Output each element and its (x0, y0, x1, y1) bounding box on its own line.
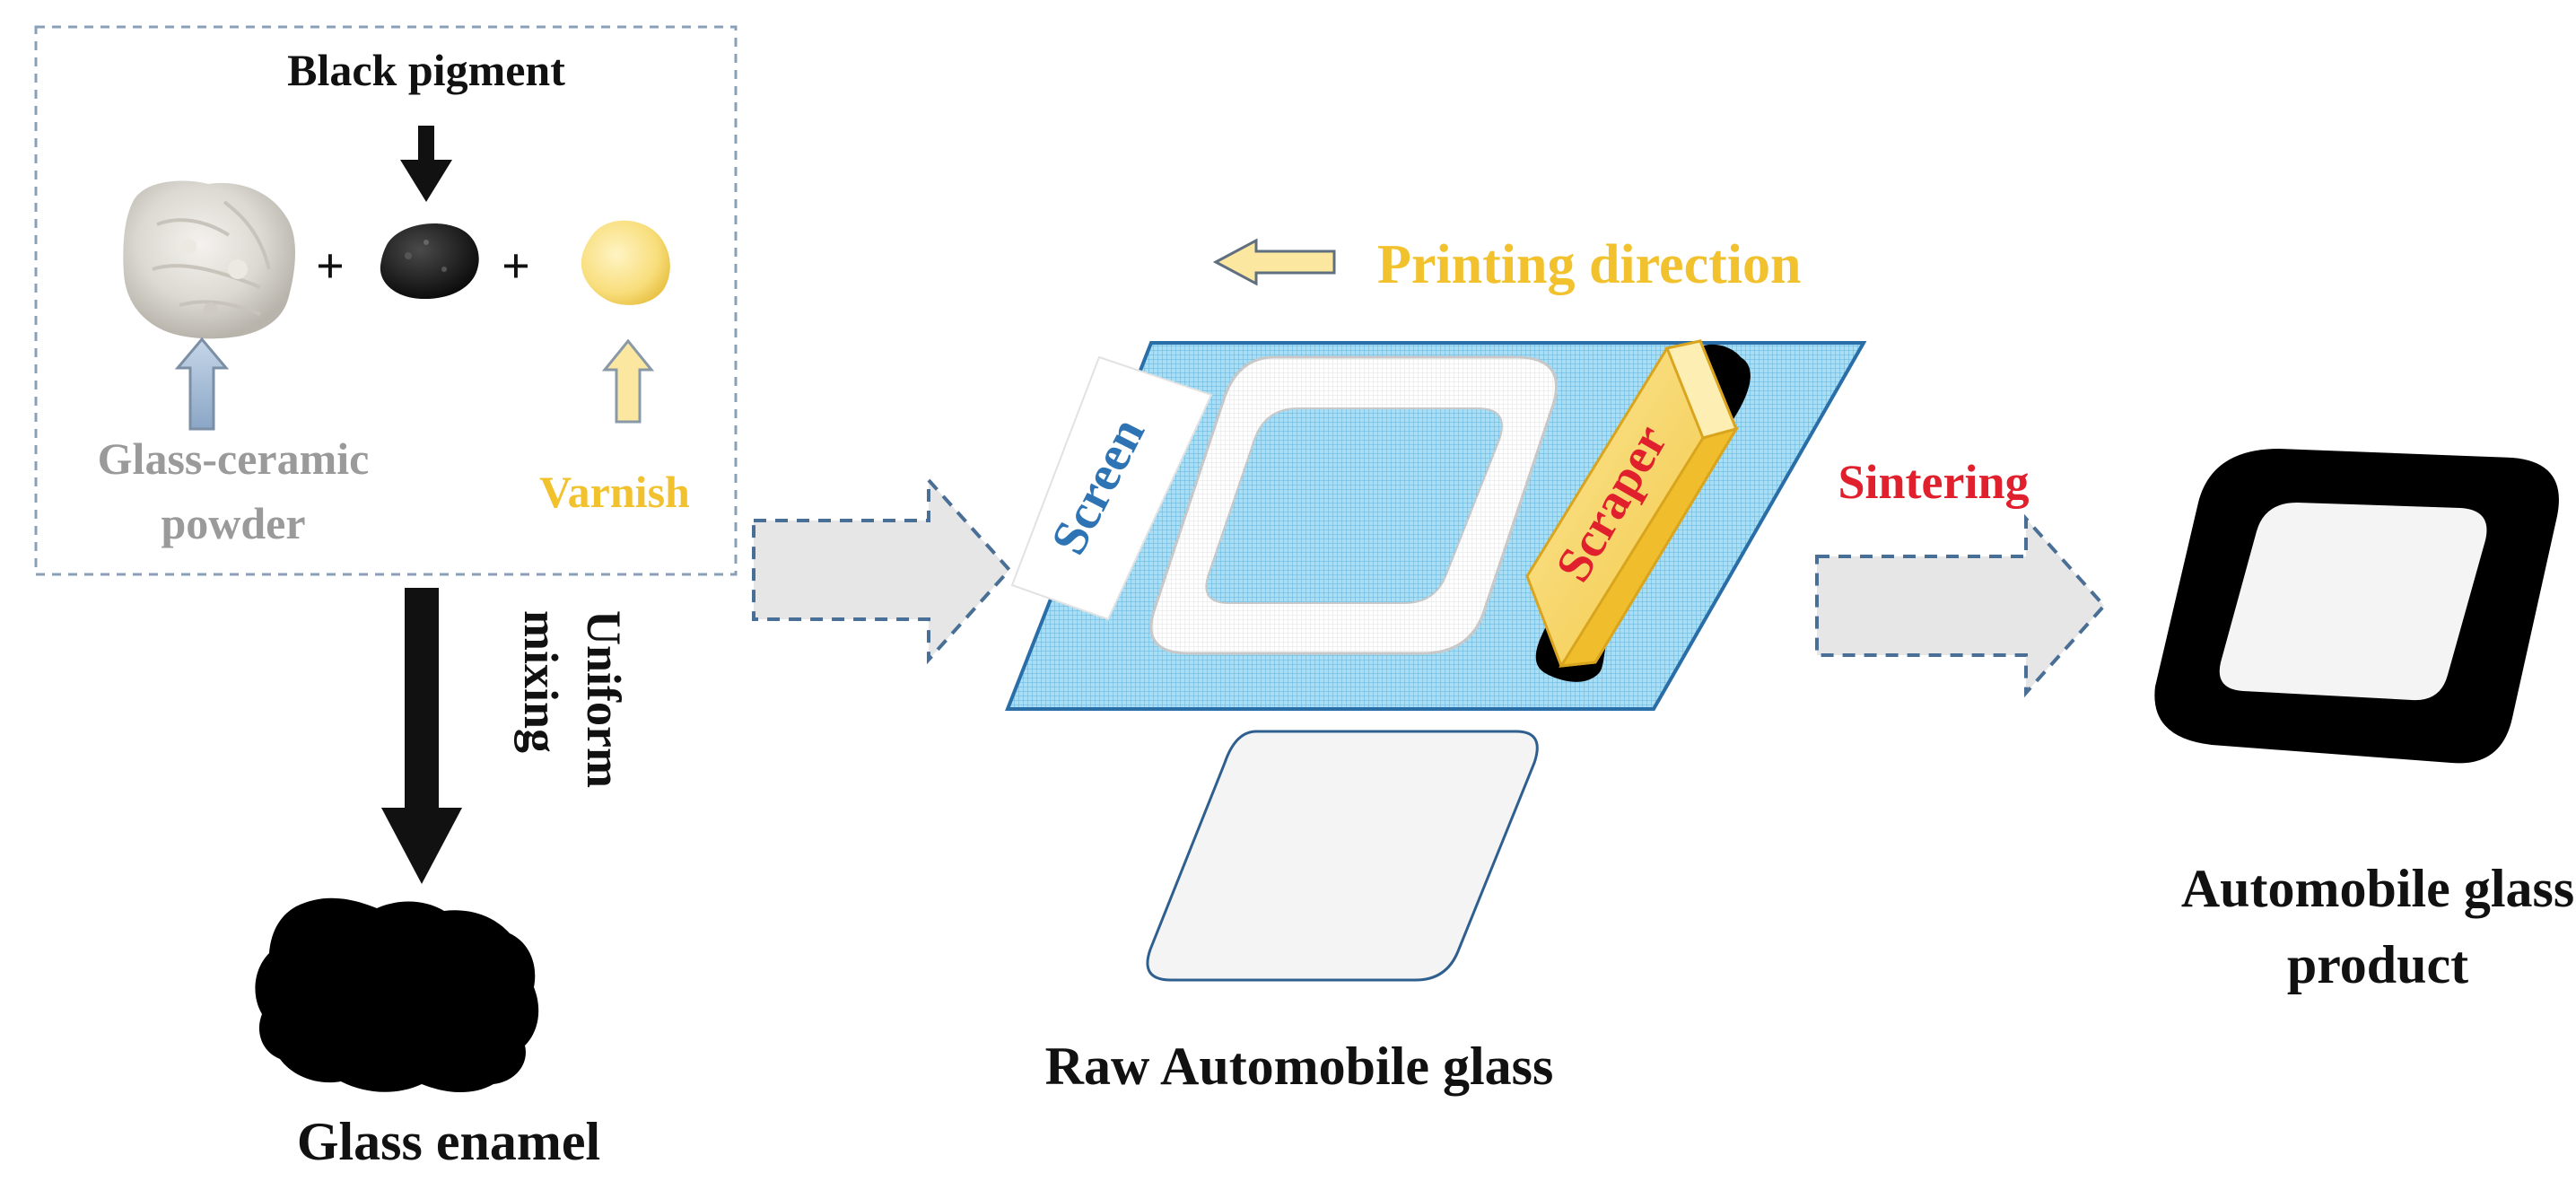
black-pigment-image (380, 223, 479, 300)
raw-materials-box (34, 25, 738, 576)
glass-enamel-image (255, 897, 539, 1093)
printing-direction-label: Printing direction (1377, 234, 1801, 295)
printing-direction-arrow (1212, 238, 1336, 286)
product-label-line2: product (2287, 935, 2468, 994)
glass-ceramic-label-line2: powder (161, 498, 305, 548)
uniform-mixing-line1: Uniform (577, 610, 631, 788)
raw-automobile-glass-shape (1146, 730, 1539, 982)
varnish-image (581, 220, 670, 305)
uniform-mixing-line2: mixing (514, 610, 568, 753)
glass-ceramic-label-line1: Glass-ceramic (98, 433, 370, 484)
uniform-mixing-label: Uniform mixing (514, 610, 631, 788)
plus-sign-2: + (502, 239, 530, 294)
raw-glass-label: Raw Automobile glass (1045, 1037, 1554, 1096)
varnish-label: Varnish (539, 467, 690, 517)
plus-sign-1: + (316, 239, 345, 294)
automobile-glass-product-image (2154, 449, 2559, 764)
varnish-up-arrow (601, 338, 655, 424)
black-pigment-label: Black pigment (287, 45, 565, 95)
glass-enamel-label: Glass enamel (297, 1112, 600, 1171)
glass-ceramic-up-arrow (174, 337, 230, 431)
print-frame-pattern (1149, 355, 1558, 655)
process-arrow-to-product (1815, 513, 2107, 698)
process-arrow-to-printing (752, 475, 1012, 665)
pigment-down-arrow (400, 126, 452, 202)
mixing-down-arrow (381, 588, 462, 884)
glass-ceramic-powder-image (123, 180, 295, 339)
sintering-label: Sintering (1838, 455, 2029, 509)
product-label-line1: Automobile glass (2181, 859, 2574, 918)
screen-label-panel: Screen (1010, 355, 1213, 621)
scraper-tool: Scraper (1525, 339, 1740, 668)
